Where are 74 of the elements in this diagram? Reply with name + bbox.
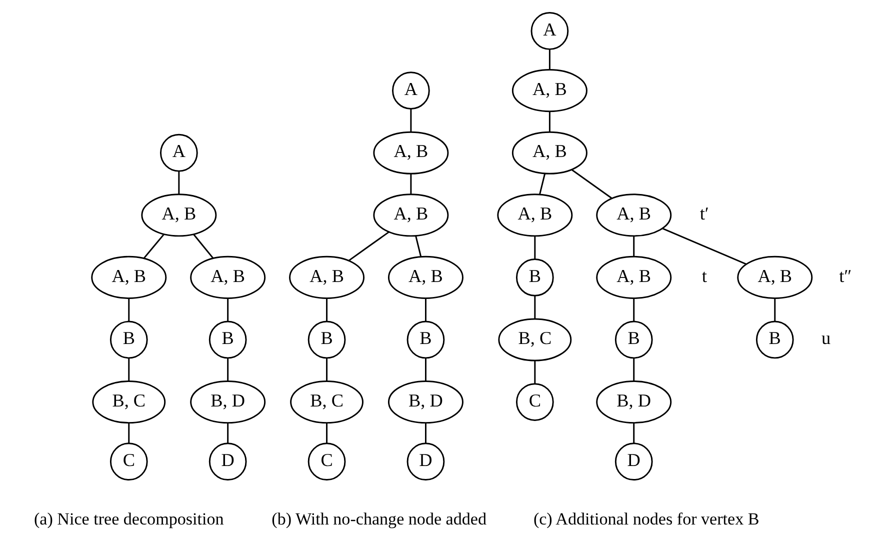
label: (a) Nice tree decomposition — [34, 510, 224, 529]
connector — [424, 423, 426, 444]
node-circle: C — [308, 442, 346, 481]
connector — [326, 298, 328, 322]
connector — [128, 423, 130, 444]
connector — [633, 236, 635, 256]
connector — [326, 423, 328, 444]
node-ellipse: B, D — [190, 380, 266, 424]
node-circle: D — [614, 442, 653, 481]
node-circle: D — [406, 442, 445, 481]
node-circle: A — [160, 134, 198, 172]
node-ellipse: A, B — [512, 131, 588, 174]
node-label: t — [702, 266, 707, 286]
node-circle: B — [308, 320, 346, 359]
connector — [548, 49, 550, 70]
node-circle: B — [614, 320, 653, 359]
connector — [774, 298, 776, 322]
node-ellipse: A, B — [91, 256, 167, 299]
connector — [227, 358, 229, 381]
node-ellipse: B, D — [596, 380, 672, 424]
node-ellipse: A, B — [596, 194, 672, 237]
node-ellipse: A, B — [512, 69, 588, 112]
node-ellipse: A, B — [373, 194, 449, 237]
connector — [410, 109, 412, 132]
connector — [128, 358, 130, 381]
node-circle: B — [516, 258, 554, 296]
node-ellipse: A, B — [190, 256, 266, 299]
connector — [633, 298, 635, 322]
connector — [348, 231, 390, 262]
connector — [424, 358, 426, 381]
node-circle: A — [392, 72, 430, 110]
connector — [227, 298, 229, 322]
connector — [548, 112, 550, 132]
node-ellipse: A, B — [388, 256, 464, 299]
connector — [571, 169, 612, 199]
node-circle: B — [110, 320, 148, 359]
node-circle: C — [516, 383, 554, 421]
node-label: t″ — [839, 266, 852, 286]
node-circle: C — [110, 442, 148, 481]
connector — [415, 236, 422, 257]
node-ellipse: B, C — [498, 318, 572, 362]
node-ellipse: A, B — [373, 131, 449, 174]
node-ellipse: B, C — [290, 380, 364, 424]
node-ellipse: A, B — [596, 256, 672, 299]
node-circle: A — [530, 12, 569, 50]
connector — [178, 171, 180, 194]
connector — [534, 236, 536, 260]
node-circle: D — [208, 442, 247, 481]
connector — [633, 423, 635, 444]
connector — [539, 173, 546, 194]
connector — [193, 234, 214, 259]
connector — [410, 174, 412, 194]
node-ellipse: B, C — [92, 380, 166, 424]
connector — [143, 234, 164, 259]
node-label: t′ — [700, 203, 709, 224]
label: (b) With no-change node added — [272, 510, 487, 529]
node-label: u — [822, 328, 831, 348]
connector — [128, 298, 130, 322]
label: (c) Additional nodes for vertex B — [533, 510, 760, 529]
connector — [662, 228, 746, 265]
node-circle: B — [406, 320, 445, 359]
connector — [534, 296, 536, 319]
node-ellipse: B, D — [388, 380, 464, 424]
node-ellipse: A, B — [497, 194, 573, 237]
node-circle: B — [756, 320, 794, 359]
connector — [534, 360, 536, 384]
node-ellipse: A, B — [141, 194, 217, 237]
connector — [227, 423, 229, 444]
node-ellipse: A, B — [289, 256, 365, 299]
connector — [326, 358, 328, 381]
connector — [633, 358, 635, 381]
connector — [424, 298, 426, 322]
node-circle: B — [208, 320, 247, 359]
node-ellipse: A, B — [737, 256, 813, 299]
